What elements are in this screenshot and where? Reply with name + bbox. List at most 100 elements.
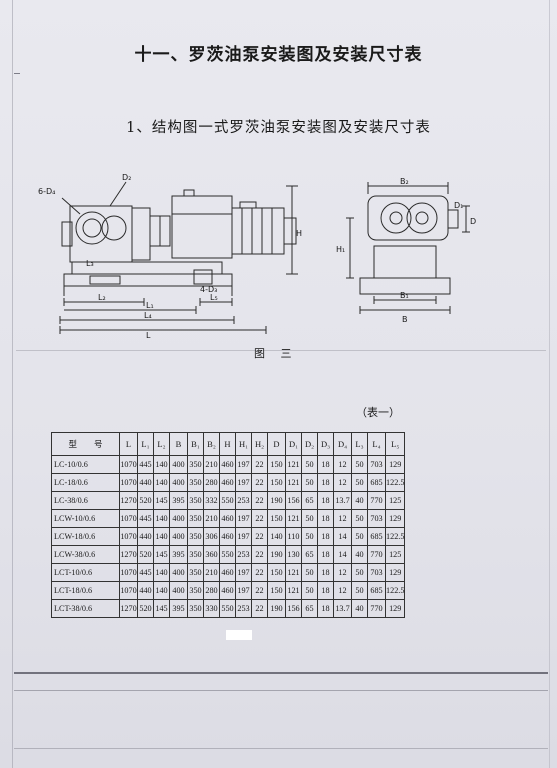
value-cell: 1270 bbox=[119, 491, 138, 510]
value-cell: 12 bbox=[333, 455, 352, 474]
value-cell: 445 bbox=[137, 563, 154, 582]
value-cell: 110 bbox=[285, 527, 302, 546]
value-cell: 703 bbox=[367, 509, 386, 528]
value-cell: 703 bbox=[367, 563, 386, 582]
value-cell: 22 bbox=[251, 491, 268, 510]
value-cell: 1070 bbox=[119, 473, 138, 492]
value-cell: 253 bbox=[235, 545, 252, 564]
label-l5: L₅ bbox=[210, 293, 218, 302]
column-header: L₁ bbox=[137, 432, 154, 456]
figure-caption: 图 三 bbox=[254, 347, 298, 360]
value-cell: 121 bbox=[285, 473, 302, 492]
value-cell: 18 bbox=[317, 491, 334, 510]
value-cell: 50 bbox=[301, 581, 318, 600]
value-cell: 395 bbox=[169, 599, 188, 618]
value-cell: 129 bbox=[384, 599, 406, 618]
value-cell: 400 bbox=[169, 455, 188, 474]
value-cell: 145 bbox=[153, 545, 170, 564]
label-6-d4: 6-D₄ bbox=[38, 187, 55, 196]
value-cell: 18 bbox=[317, 563, 334, 582]
model-cell: LCT-38/0.6 bbox=[51, 599, 120, 618]
value-cell: 197 bbox=[235, 509, 252, 528]
value-cell: 770 bbox=[367, 599, 386, 618]
value-cell: 121 bbox=[285, 563, 302, 582]
value-cell: 121 bbox=[285, 581, 302, 600]
value-cell: 50 bbox=[301, 455, 318, 474]
value-cell: 445 bbox=[137, 509, 154, 528]
table-label: （表一） bbox=[356, 406, 400, 419]
value-cell: 129 bbox=[384, 455, 406, 474]
column-header: L₅ bbox=[384, 432, 406, 456]
value-cell: 140 bbox=[153, 581, 170, 600]
value-cell: 685 bbox=[367, 581, 386, 600]
value-cell: 210 bbox=[203, 563, 220, 582]
value-cell: 121 bbox=[285, 455, 302, 474]
value-cell: 122.5 bbox=[384, 473, 406, 492]
label-d1: D₁ bbox=[454, 201, 463, 210]
value-cell: 440 bbox=[137, 473, 154, 492]
label-h1: H₁ bbox=[336, 245, 345, 254]
column-header: H₁ bbox=[235, 432, 252, 456]
value-cell: 350 bbox=[187, 509, 204, 528]
value-cell: 50 bbox=[351, 509, 368, 528]
value-cell: 400 bbox=[169, 473, 188, 492]
label-h: H bbox=[296, 229, 302, 238]
value-cell: 140 bbox=[153, 473, 170, 492]
value-cell: 1070 bbox=[119, 563, 138, 582]
value-cell: 18 bbox=[317, 599, 334, 618]
model-cell: LCT-10/0.6 bbox=[51, 563, 120, 582]
value-cell: 22 bbox=[251, 545, 268, 564]
value-cell: 550 bbox=[219, 599, 236, 618]
value-cell: 12 bbox=[333, 509, 352, 528]
value-cell: 150 bbox=[267, 509, 286, 528]
model-cell: LC-10/0.6 bbox=[51, 455, 120, 474]
value-cell: 400 bbox=[169, 509, 188, 528]
value-cell: 1070 bbox=[119, 527, 138, 546]
value-cell: 18 bbox=[317, 527, 334, 546]
value-cell: 445 bbox=[137, 455, 154, 474]
value-cell: 13.7 bbox=[333, 491, 352, 510]
value-cell: 125 bbox=[384, 545, 406, 564]
page-right-edge bbox=[549, 0, 550, 768]
value-cell: 685 bbox=[367, 527, 386, 546]
value-cell: 65 bbox=[301, 491, 318, 510]
value-cell: 550 bbox=[219, 545, 236, 564]
value-cell: 350 bbox=[187, 491, 204, 510]
value-cell: 40 bbox=[351, 599, 368, 618]
value-cell: 520 bbox=[137, 491, 154, 510]
reducer bbox=[171, 195, 233, 259]
value-cell: 460 bbox=[219, 581, 236, 600]
value-cell: 280 bbox=[203, 473, 220, 492]
value-cell: 400 bbox=[169, 581, 188, 600]
value-cell: 12 bbox=[333, 581, 352, 600]
value-cell: 14 bbox=[333, 527, 352, 546]
value-cell: 156 bbox=[285, 599, 302, 618]
label-d: D bbox=[470, 217, 476, 226]
value-cell: 22 bbox=[251, 455, 268, 474]
model-cell: LC-38/0.6 bbox=[51, 491, 120, 510]
value-cell: 440 bbox=[137, 527, 154, 546]
value-cell: 18 bbox=[317, 455, 334, 474]
section-subtitle: 1、结构图一式罗茨油泵安装图及安装尺寸表 bbox=[126, 120, 431, 136]
label-b: B bbox=[402, 315, 408, 324]
column-header: L bbox=[119, 432, 138, 456]
value-cell: 360 bbox=[203, 545, 220, 564]
value-cell: 253 bbox=[235, 491, 252, 510]
page-left-edge bbox=[12, 0, 13, 768]
value-cell: 770 bbox=[367, 491, 386, 510]
column-header: D₁ bbox=[285, 432, 302, 456]
label-l4: L₄ bbox=[144, 311, 152, 320]
value-cell: 129 bbox=[384, 509, 406, 528]
value-cell: 140 bbox=[153, 455, 170, 474]
value-cell: 330 bbox=[203, 599, 220, 618]
value-cell: 210 bbox=[203, 509, 220, 528]
value-cell: 190 bbox=[267, 545, 286, 564]
value-cell: 140 bbox=[153, 563, 170, 582]
